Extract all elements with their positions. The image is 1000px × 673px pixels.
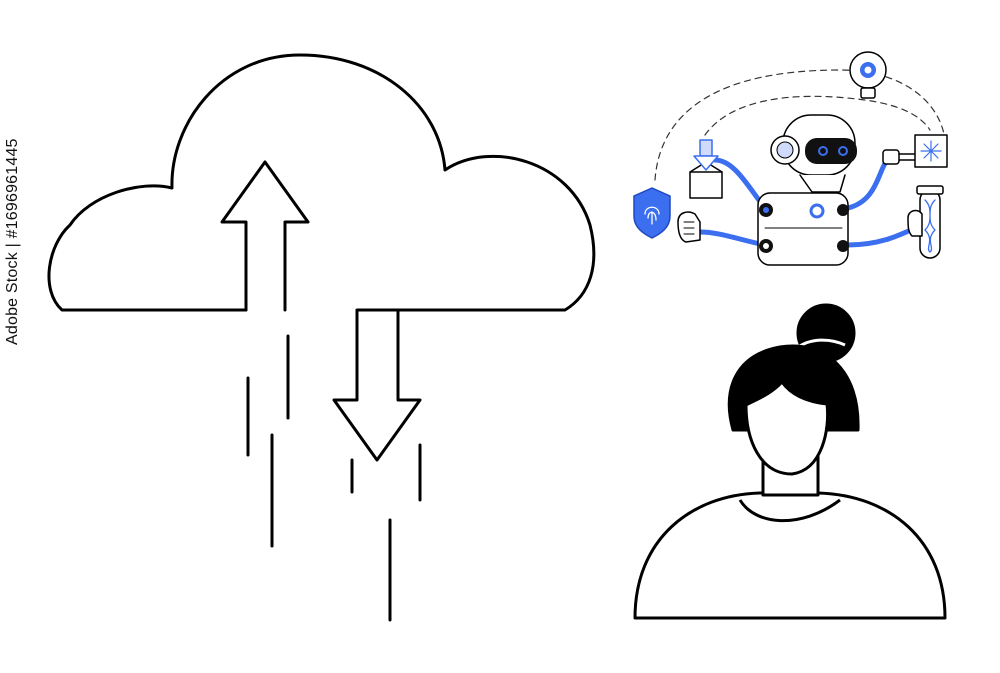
dashed-arc xyxy=(704,95,931,136)
woman-avatar-icon xyxy=(633,303,947,620)
robot-cluster xyxy=(633,51,948,266)
dashed-arc xyxy=(654,69,946,181)
upload-arrow-icon xyxy=(220,160,310,312)
box-download-icon xyxy=(689,139,723,199)
cloud-transfer-group xyxy=(47,53,596,622)
robot-icon xyxy=(757,114,857,266)
avatar-shoulders xyxy=(633,491,947,620)
plug-icon xyxy=(882,149,916,165)
test-tube-dna-icon xyxy=(907,185,944,259)
shield-fingerprint-icon xyxy=(633,187,671,239)
avatar-collar xyxy=(738,498,841,523)
avatar-face xyxy=(744,380,830,476)
robot-hand-icon xyxy=(677,211,701,243)
screen-spark-icon xyxy=(914,134,948,168)
download-arrow-icon xyxy=(332,308,422,462)
lightbulb-gear-icon xyxy=(849,51,887,99)
cloud-icon xyxy=(47,53,596,312)
image-id-watermark: Adobe Stock | #1696961445 xyxy=(4,138,21,345)
